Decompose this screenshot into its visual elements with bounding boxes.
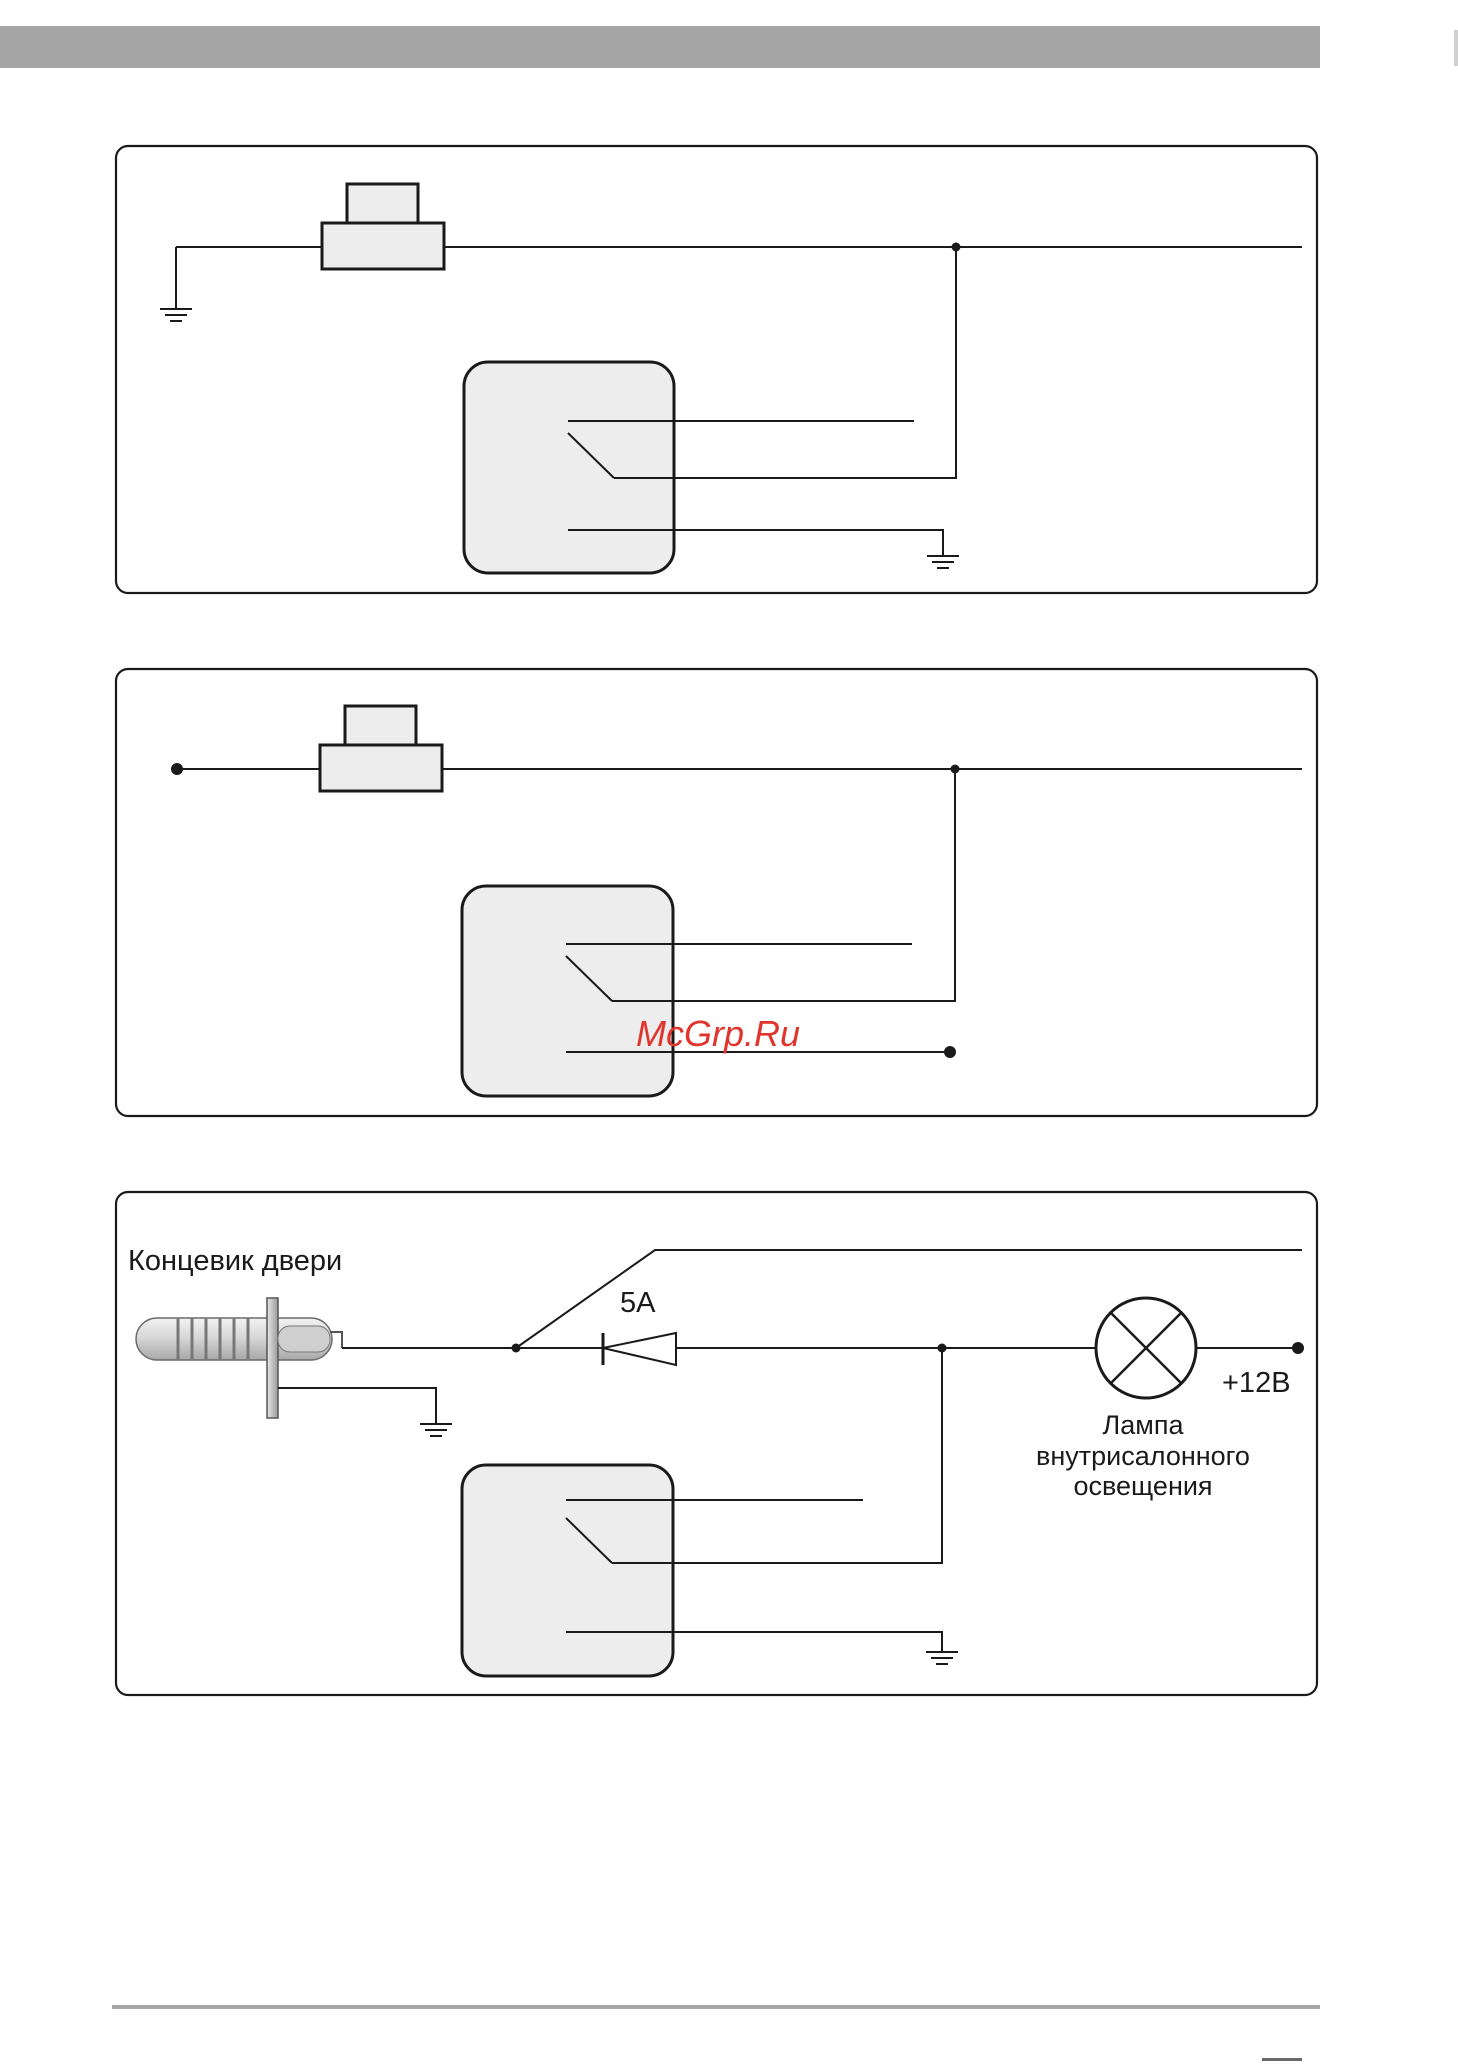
- diode-symbol: [603, 1333, 676, 1365]
- wire: [278, 1388, 436, 1424]
- diagram-1: [116, 146, 1317, 593]
- terminal-dot: [944, 1046, 956, 1058]
- supply-label: +12В: [1222, 1367, 1291, 1399]
- diagram-3: Концевик двери: [116, 1192, 1317, 1695]
- terminal-dot: [1292, 1342, 1304, 1354]
- relay-block: [462, 886, 673, 1096]
- fuse-label: 5A: [620, 1287, 656, 1319]
- lamp-label-line-2: внутрисалонного: [1036, 1441, 1250, 1471]
- lamp-label-line-1: Лампа: [1103, 1410, 1185, 1440]
- relay-block: [464, 362, 674, 573]
- diagram-1-frame: [116, 146, 1317, 593]
- lamp-label-line-3: освещения: [1073, 1471, 1212, 1501]
- ground-symbol: [160, 247, 192, 321]
- lamp-icon: [1096, 1298, 1196, 1398]
- push-switch: [322, 184, 444, 269]
- ground-symbol: [420, 1424, 452, 1436]
- watermark: McGrp.Ru: [636, 1013, 800, 1054]
- relay-block: [462, 1465, 673, 1676]
- page-footer-mark: [1262, 2058, 1302, 2061]
- ground-symbol: [927, 556, 959, 568]
- page-footer-line: [112, 2005, 1320, 2009]
- push-switch: [320, 706, 442, 791]
- door-switch-label: Концевик двери: [128, 1245, 342, 1277]
- ground-symbol: [926, 1652, 958, 1664]
- door-switch-icon: [136, 1298, 342, 1418]
